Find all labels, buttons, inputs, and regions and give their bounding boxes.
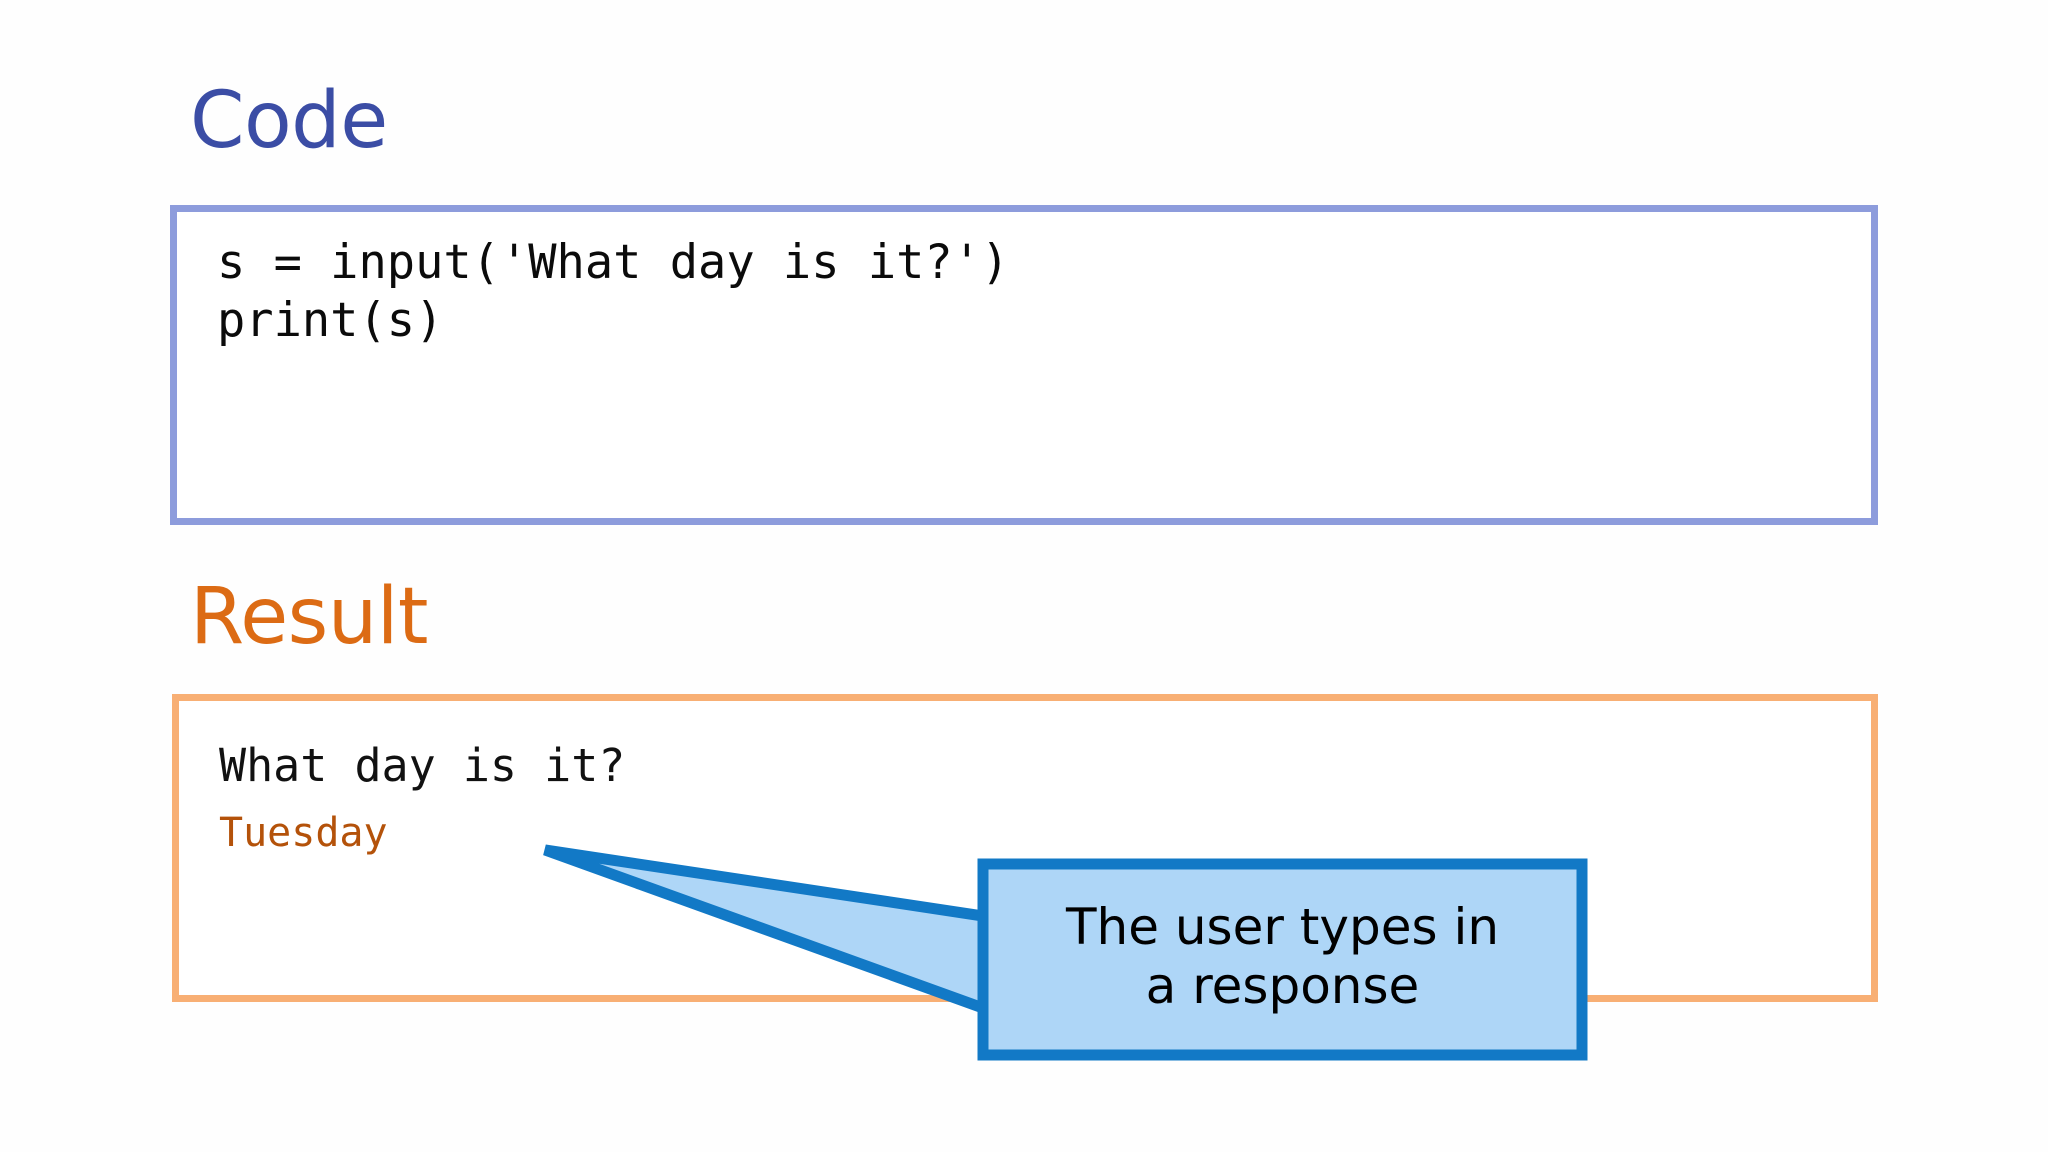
- result-prompt-line: What day is it?: [219, 739, 626, 792]
- callout-text-block: The user types in a response: [995, 898, 1570, 1015]
- code-snippet: s = input('What day is it?') print(s): [217, 235, 1010, 349]
- code-box: s = input('What day is it?') print(s): [170, 205, 1878, 525]
- callout-text-line-1: The user types in: [1065, 898, 1500, 956]
- result-answer-line: Tuesday: [219, 810, 388, 856]
- callout-text-line-2: a response: [1145, 956, 1420, 1015]
- code-section-heading: Code: [190, 76, 388, 166]
- result-section-heading: Result: [190, 572, 429, 662]
